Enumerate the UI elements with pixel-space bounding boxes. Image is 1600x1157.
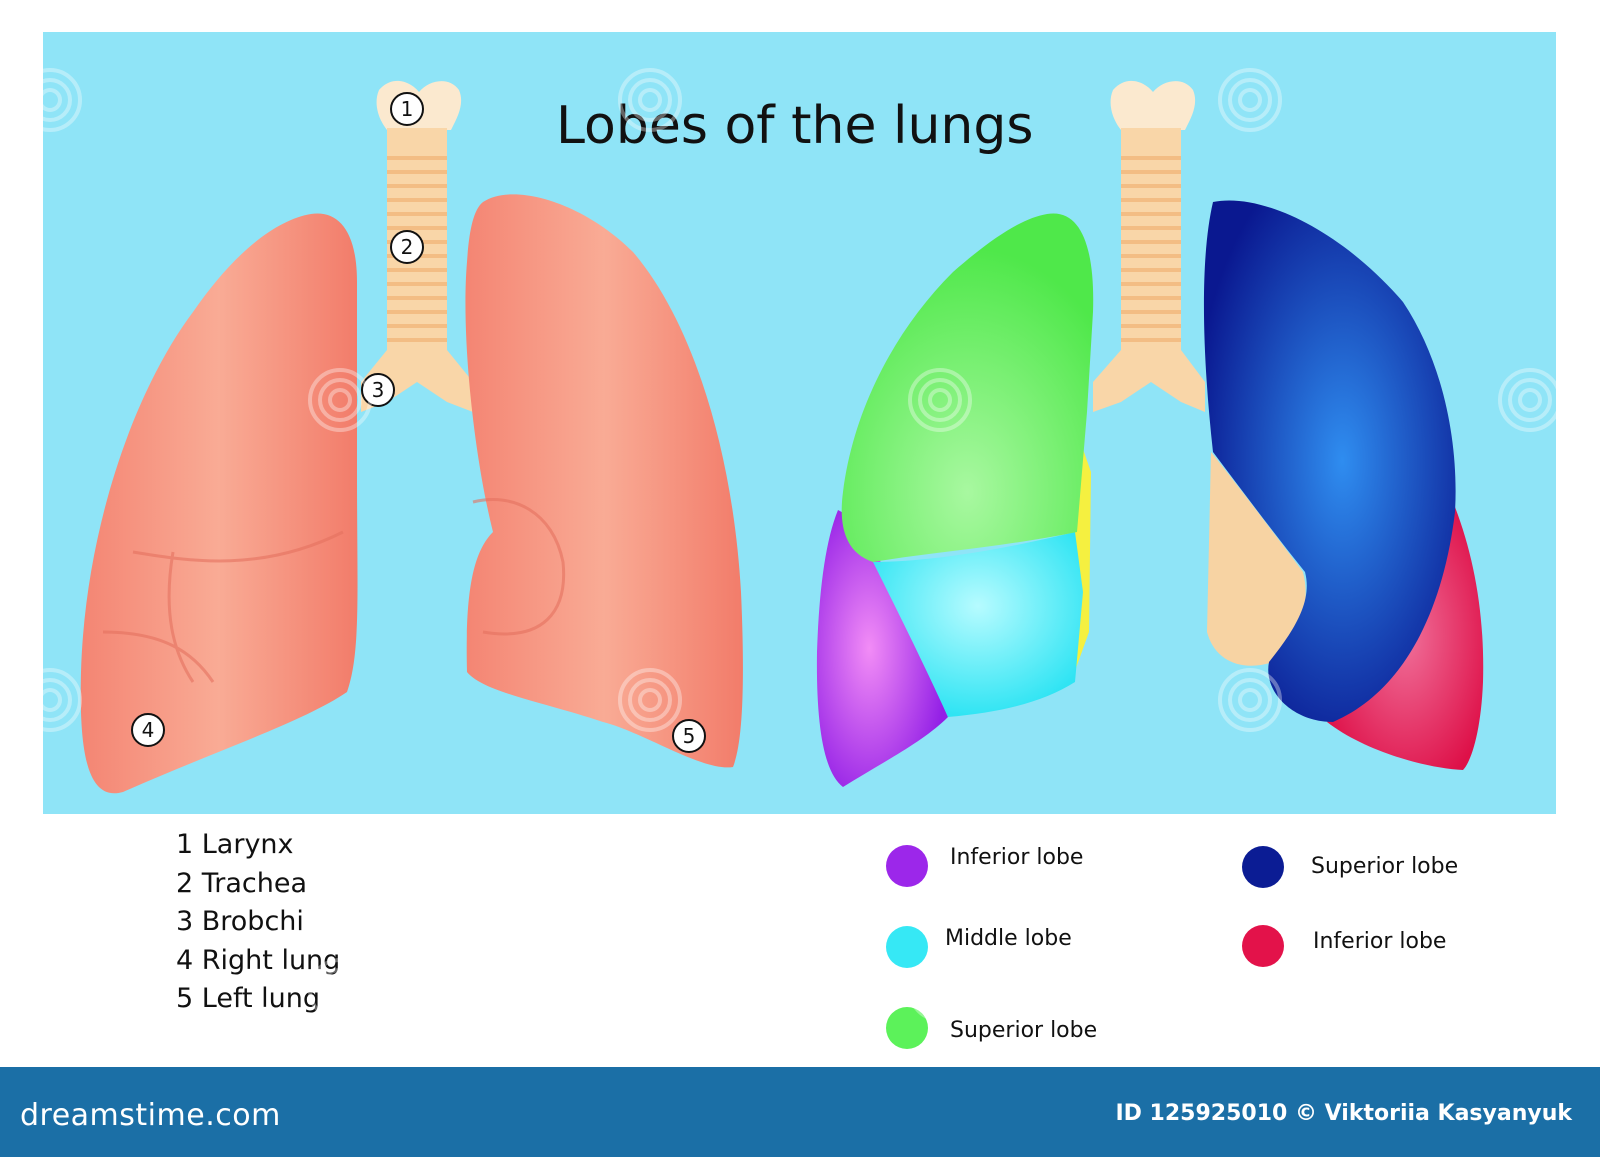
- legend-label: Superior lobe: [1311, 854, 1459, 879]
- brand-logo[interactable]: dreamstime.com: [20, 1098, 281, 1133]
- parts-list-item: 3 Brobchi: [176, 906, 304, 937]
- larynx-left: [376, 80, 462, 130]
- parts-list-item: 4 Right lung: [176, 944, 341, 976]
- legend-label: Middle lobe: [945, 926, 1072, 951]
- right-lung-middle-lobe: [873, 532, 1083, 717]
- right-lung-superior-lobe: [841, 213, 1094, 562]
- trachea-right: [1093, 128, 1205, 412]
- legend-label: Superior lobe: [950, 1018, 1098, 1043]
- right-lung-inferior-lobe: [816, 510, 948, 787]
- footer-bar: [0, 1067, 1600, 1157]
- parts-list-item: 1 Larynx: [176, 829, 294, 860]
- legend-swatch-cyan: [886, 926, 928, 968]
- trachea-left: [361, 128, 473, 412]
- legend-label: Inferior lobe: [950, 845, 1084, 870]
- parts-list-item: 2 Trachea: [176, 867, 308, 899]
- parts-list-item: 5 Left lung: [176, 983, 321, 1014]
- parts-list: 1 Larynx 2 Trachea 3 Brobchi 4 Right lun…: [176, 826, 340, 1019]
- left-lung: [465, 194, 743, 768]
- legend-swatch-green: [886, 1007, 928, 1049]
- diagram-title: Lobes of the lungs: [556, 96, 1034, 156]
- image-credit: ID 125925010 © Viktoriia Kasyanyuk: [1115, 1101, 1572, 1126]
- left-lung-superior-lobe: [1203, 200, 1456, 722]
- larynx-right: [1110, 80, 1196, 130]
- legend-swatch-purple: [886, 845, 928, 887]
- watermark-icon: [1498, 958, 1562, 1022]
- left-lung-notch: [1207, 452, 1306, 666]
- right-lung: [80, 213, 358, 794]
- legend-swatch-blue: [1242, 846, 1284, 888]
- legend-swatch-red: [1242, 925, 1284, 967]
- legend-label: Inferior lobe: [1313, 929, 1447, 954]
